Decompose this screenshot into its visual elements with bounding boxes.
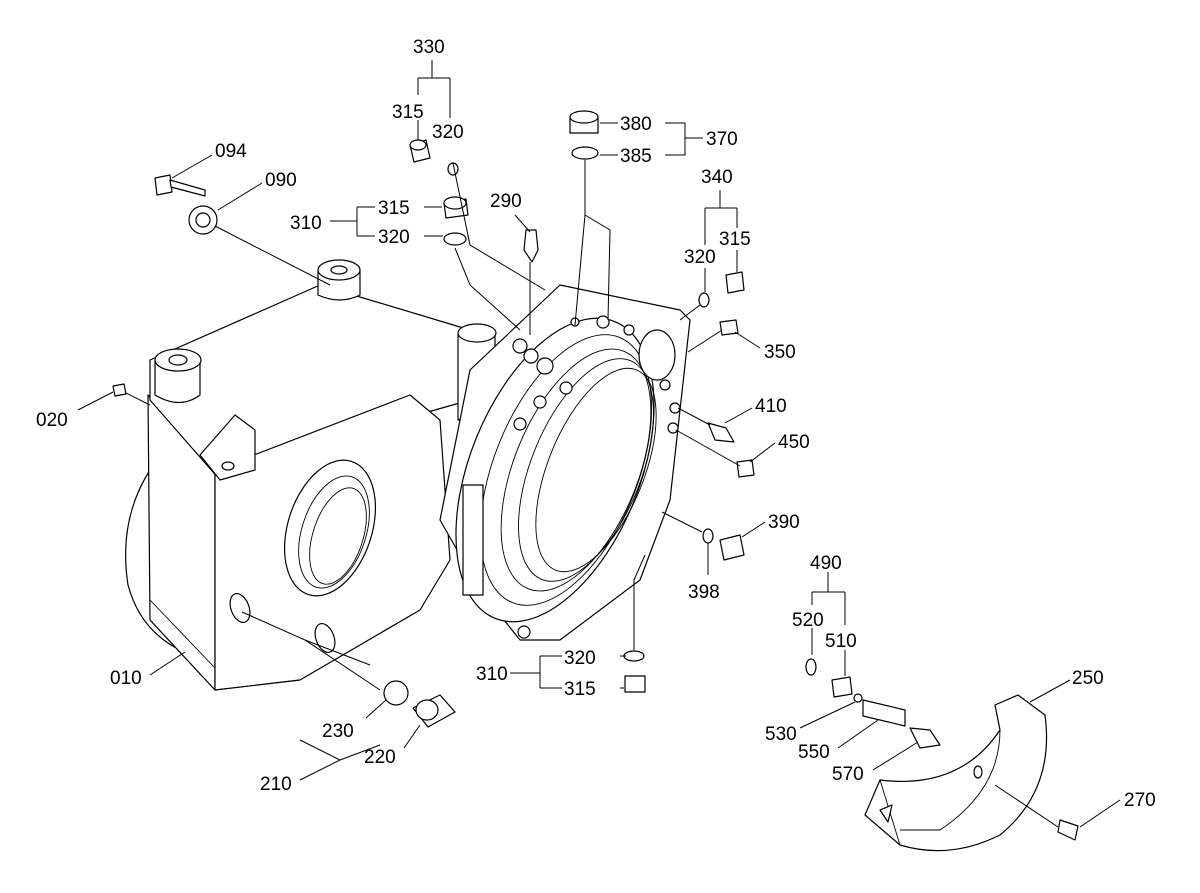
main-housing-010 xyxy=(125,259,497,691)
label-320: 320 xyxy=(432,122,464,143)
label-380: 380 xyxy=(620,114,652,135)
label-230: 230 xyxy=(322,721,354,742)
label-315: 315 xyxy=(392,102,424,123)
label-320: 320 xyxy=(684,247,716,268)
label-550: 550 xyxy=(798,742,830,763)
label-490: 490 xyxy=(810,553,842,574)
label-520: 520 xyxy=(792,610,824,631)
label-530: 530 xyxy=(765,724,797,745)
label-210: 210 xyxy=(260,774,292,795)
label-315: 315 xyxy=(564,679,596,700)
cover-250 xyxy=(864,694,1048,852)
label-398: 398 xyxy=(688,582,720,603)
label-320: 320 xyxy=(378,227,410,248)
label-220: 220 xyxy=(364,747,396,768)
label-250: 250 xyxy=(1072,668,1104,689)
small-parts xyxy=(112,110,1079,841)
part-number-labels: 330 315 320 380 370 385 094 090 310 315 … xyxy=(36,37,1156,811)
label-315: 315 xyxy=(378,198,410,219)
bell-housing xyxy=(439,284,691,641)
label-310: 310 xyxy=(476,664,508,685)
label-020: 020 xyxy=(36,410,68,431)
label-570: 570 xyxy=(832,764,864,785)
label-330: 330 xyxy=(413,37,445,58)
label-315: 315 xyxy=(719,229,751,250)
leader-lines xyxy=(77,60,1121,828)
label-010: 010 xyxy=(110,668,142,689)
label-510: 510 xyxy=(825,631,857,652)
label-290: 290 xyxy=(490,191,522,212)
label-370: 370 xyxy=(706,129,738,150)
label-385: 385 xyxy=(620,146,652,167)
label-350: 350 xyxy=(764,342,796,363)
label-094: 094 xyxy=(215,141,247,162)
label-090: 090 xyxy=(265,170,297,191)
label-390: 390 xyxy=(768,512,800,533)
label-340: 340 xyxy=(701,167,733,188)
label-270: 270 xyxy=(1124,790,1156,811)
label-410: 410 xyxy=(755,396,787,417)
label-450: 450 xyxy=(778,432,810,453)
label-320: 320 xyxy=(564,648,596,669)
label-310: 310 xyxy=(290,213,322,234)
